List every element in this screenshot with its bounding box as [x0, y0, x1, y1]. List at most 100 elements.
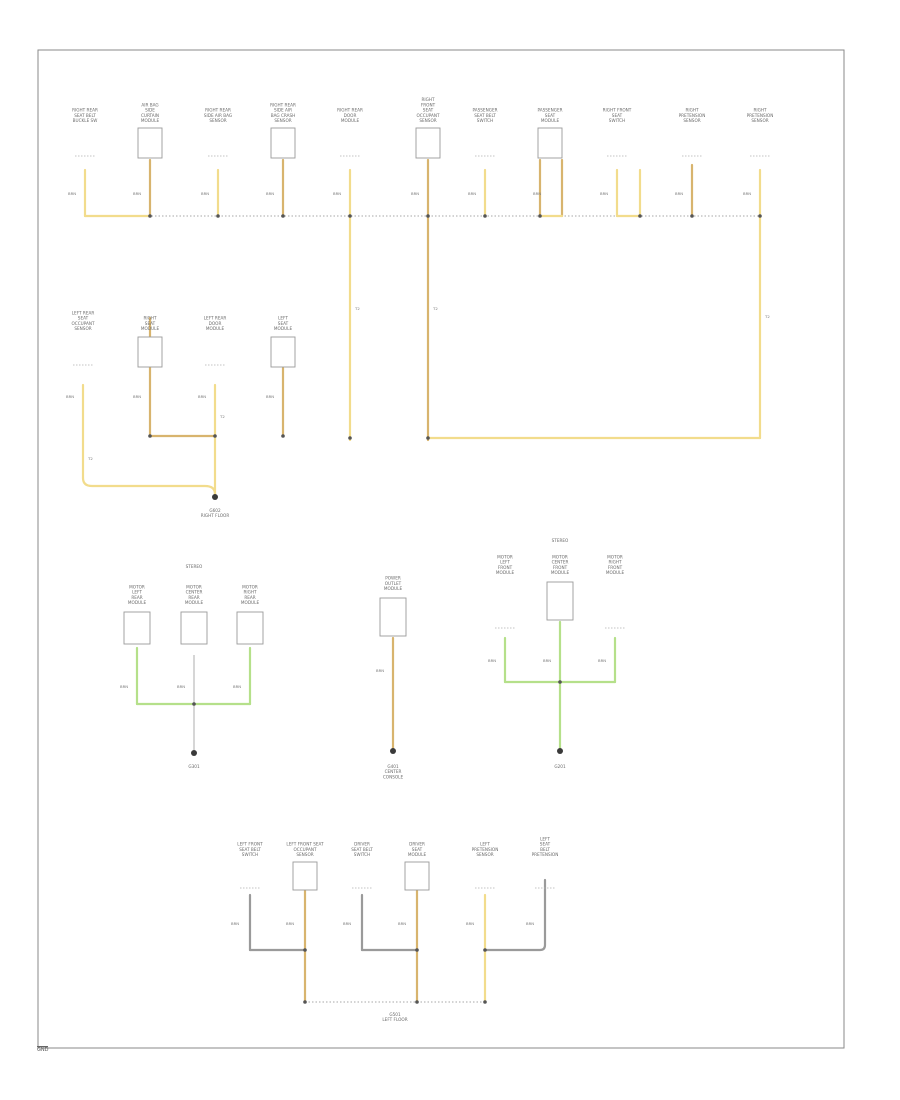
component-b2-box — [292, 861, 318, 891]
mid-wires — [81, 316, 285, 500]
component-b1-label-line-1: SEAT BELT — [239, 847, 261, 852]
component-m1-label-line-2: OCCUPANT — [71, 321, 94, 326]
component-c5-label-line-2: MODULE — [341, 118, 360, 123]
ground-g4-label-0: G201 — [554, 764, 566, 769]
component-c8-label-line-0: PASSENGER — [537, 108, 562, 113]
component-c1-label-line-0: RIGHT REAR — [72, 108, 98, 113]
component-m2-label-line-2: MODULE — [141, 326, 160, 331]
group3-t2-label-line-0: MOTOR — [552, 554, 568, 559]
group3-wire-tag-t1: BRN — [488, 658, 496, 663]
components — [73, 127, 770, 891]
component-m2-box — [137, 336, 163, 368]
component-c1-label-line-2: BUCKLE SW — [73, 118, 98, 123]
ground-g1-label-1: RIGHT FLOOR — [201, 513, 230, 518]
group1-s3-label-line-1: RIGHT — [243, 590, 257, 595]
bottom-wire-tag-b3: BRN — [343, 921, 351, 926]
group1-s3-label-line-3: MODULE — [241, 600, 260, 605]
top-bus — [83, 158, 762, 442]
component-c2-label-line-3: MODULE — [141, 118, 160, 123]
component-c5-label-line-1: DOOR — [344, 113, 357, 118]
component-b4-box — [404, 861, 430, 891]
component-c8-label-line-2: MODULE — [541, 118, 560, 123]
ground-g3-label-0: G401 — [387, 764, 399, 769]
component-c10-label-line-1: PRETENSION — [679, 113, 706, 118]
ground-g3-label-1: CENTER — [385, 769, 402, 774]
top-wire-tag-c2: BRN — [133, 191, 141, 196]
component-c2-box — [137, 127, 163, 159]
group1-s3-label-line-0: MOTOR — [242, 584, 258, 589]
component-b4-label-line-2: MODULE — [408, 852, 427, 857]
component-c11-label-line-1: PRETENSION — [747, 113, 774, 118]
component-c2-label-line-0: AIR BAG — [141, 102, 158, 107]
group1-s2-label-line-1: CENTER — [186, 590, 203, 595]
component-c9-label-line-0: RIGHT FRONT — [603, 108, 632, 113]
top-wire-tag-c10: BRN — [675, 191, 683, 196]
component-b4-label-line-1: SEAT — [412, 847, 423, 852]
group1-s2-label-line-3: MODULE — [185, 600, 204, 605]
component-m1-label-line-3: SENSOR — [74, 326, 91, 331]
group1-s1-label-line-3: MODULE — [128, 600, 147, 605]
group1-wires — [135, 646, 252, 756]
splice-tag-0: T2 — [354, 306, 360, 311]
component-c5-label-line-0: RIGHT REAR — [337, 108, 363, 113]
group3-t2-box — [546, 581, 574, 621]
component-c6-label-line-2: SEAT — [423, 108, 434, 113]
group1-wire-tag-s3: BRN — [233, 684, 241, 689]
component-b3-label-line-0: DRIVER — [354, 842, 370, 847]
component-c3-label-line-1: SIDE AIR BAG — [204, 113, 232, 118]
top-wire-tag-c8: BRN — [533, 191, 541, 196]
component-b6-label-line-1: SEAT — [540, 842, 551, 847]
bottom-wire-tag-b6: BRN — [526, 921, 534, 926]
top-wire-tag-c4: BRN — [266, 191, 274, 196]
diagram-frame — [37, 49, 845, 1049]
group2-wires — [390, 636, 396, 754]
group1-wire-tag-s2: BRN — [177, 684, 185, 689]
mid-wire-tag-m4: BRN — [266, 394, 274, 399]
group1-title: STEREO — [186, 564, 203, 569]
component-c4-label-line-0: RIGHT REAR — [270, 102, 296, 107]
group1-s2-label-line-2: REAR — [188, 595, 199, 600]
component-b3-label-line-1: SEAT BELT — [351, 847, 373, 852]
bottom-wires — [248, 878, 547, 1004]
group3-t3-label-line-1: RIGHT — [608, 560, 622, 565]
component-m3-label-line-1: DOOR — [209, 321, 222, 326]
component-c8-box — [537, 127, 563, 159]
component-c7-label-line-0: PASSENGER — [472, 108, 497, 113]
component-b5-label-line-2: SENSOR — [476, 852, 493, 857]
component-m4-label-line-2: MODULE — [274, 326, 293, 331]
component-c6-label-line-1: FRONT — [421, 102, 436, 107]
group2-label-line-1: OUTLET — [385, 581, 402, 586]
mid-wire-tag-m3: BRN — [198, 394, 206, 399]
component-c7-label-line-2: SWITCH — [477, 118, 493, 123]
group3-wires — [503, 620, 617, 754]
group3-t2-label-line-2: FRONT — [553, 565, 568, 570]
splice-tag-3: T2 — [87, 456, 93, 461]
labels: RIGHT REAR SEAT BELT BUCKLE SW BRN AIR BAG SI… — [66, 97, 773, 1022]
component-b2-label-line-2: SENSOR — [296, 852, 313, 857]
component-c4-box — [270, 127, 296, 159]
bottom-wire-tag-b5: BRN — [466, 921, 474, 926]
group1-wire-tag-s1: BRN — [120, 684, 128, 689]
ground-g5-label-0: G501 — [389, 1012, 401, 1017]
component-b3-label-line-2: SWITCH — [354, 852, 370, 857]
component-c9-label-line-1: SEAT — [612, 113, 623, 118]
component-m4-label-line-1: SEAT — [278, 321, 289, 326]
component-c6-label-line-4: SENSOR — [419, 118, 436, 123]
splice-tag-2: T2 — [764, 314, 770, 319]
component-b1-label-line-2: SWITCH — [242, 852, 258, 857]
component-c11-label-line-0: RIGHT — [753, 108, 767, 113]
group3-t1-label-line-2: FRONT — [498, 565, 513, 570]
component-c8-label-line-1: SEAT — [545, 113, 556, 118]
group3-t2-label-line-3: MODULE — [551, 570, 570, 575]
top-wire-tag-c9: BRN — [600, 191, 608, 196]
group3-wire-tag-t2: BRN — [543, 658, 551, 663]
group2-wire-tag: BRN — [376, 668, 384, 673]
component-b5-label-line-0: LEFT — [480, 842, 490, 847]
component-c10-label-line-0: RIGHT — [685, 108, 699, 113]
bottom-wire-tag-b4: BRN — [398, 921, 406, 926]
top-wire-tag-c5: BRN — [333, 191, 341, 196]
component-m1-label-line-1: SEAT — [78, 316, 89, 321]
group1-s1-label-line-2: REAR — [131, 595, 142, 600]
group3-t2-label-line-1: CENTER — [552, 560, 569, 565]
top-wire-tag-c3: BRN — [201, 191, 209, 196]
